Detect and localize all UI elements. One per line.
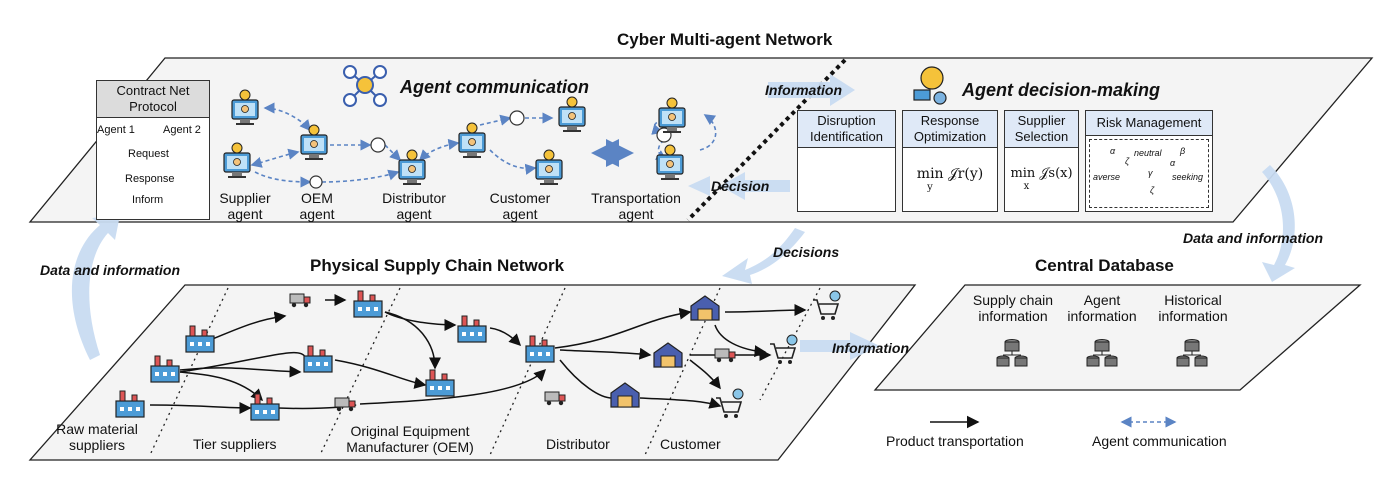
contract-net-title-2: Protocol (129, 99, 177, 114)
risk-greek-3: ζ (1125, 156, 1130, 166)
risk-management-box: Risk Management (1085, 110, 1213, 212)
risk-greek-5: α (1170, 158, 1176, 168)
risk-state-neutral: neutral (1134, 148, 1162, 158)
information-label-bottom: Information (832, 340, 909, 356)
legend-product-label: Product transportation (886, 433, 1024, 449)
request-label: Request (128, 148, 169, 160)
contract-net-title-1: Contract Net (116, 83, 190, 98)
network-icon (343, 65, 387, 107)
risk-greek-2: β (1180, 146, 1186, 156)
central-database-title: Central Database (1035, 256, 1174, 275)
data-info-left-label: Data and information (40, 262, 181, 278)
tier-suppliers: Tier suppliers (193, 436, 277, 452)
legend-comm-label: Agent communication (1092, 433, 1227, 449)
decision-icon (913, 66, 947, 105)
database-plane (873, 284, 1362, 391)
agent2-label: Agent 2 (163, 124, 201, 136)
cyber-divider (686, 58, 847, 222)
risk-greek-4: γ (1148, 168, 1153, 178)
big-arrows (71, 74, 1295, 360)
agent-decision-label: Agent decision-making (962, 80, 1161, 100)
contract-net-protocol-box: Contract Net Protocol (96, 80, 210, 220)
risk-state-averse: averse (1093, 172, 1121, 182)
response-formula: min 𝒥r(y) (916, 166, 984, 182)
agent1-label: Agent 1 (97, 124, 135, 136)
information-label-top: Information (765, 82, 842, 98)
data-info-right-label: Data and information (1183, 230, 1324, 246)
supplier-formula: min 𝒥s(x) (1010, 166, 1073, 181)
comm-nodes (309, 110, 672, 189)
risk-state-seeking: seeking (1172, 172, 1204, 182)
decision-label: Decision (711, 178, 770, 194)
decisions-label: Decisions (773, 244, 840, 260)
contract-net-header: Contract Net Protocol (97, 81, 209, 118)
inform-label: Inform (132, 194, 164, 206)
tier-distributor: Distributor (546, 436, 610, 452)
response-label: Response (125, 173, 175, 185)
agent-communication-label: Agent communication (400, 77, 590, 97)
risk-greek-1: α (1110, 146, 1116, 156)
cyber-network-title: Cyber Multi-agent Network (617, 30, 833, 49)
tier-customer: Customer (660, 436, 721, 452)
physical-network-title: Physical Supply Chain Network (310, 256, 565, 275)
risk-greek-6: ζ (1150, 185, 1155, 195)
